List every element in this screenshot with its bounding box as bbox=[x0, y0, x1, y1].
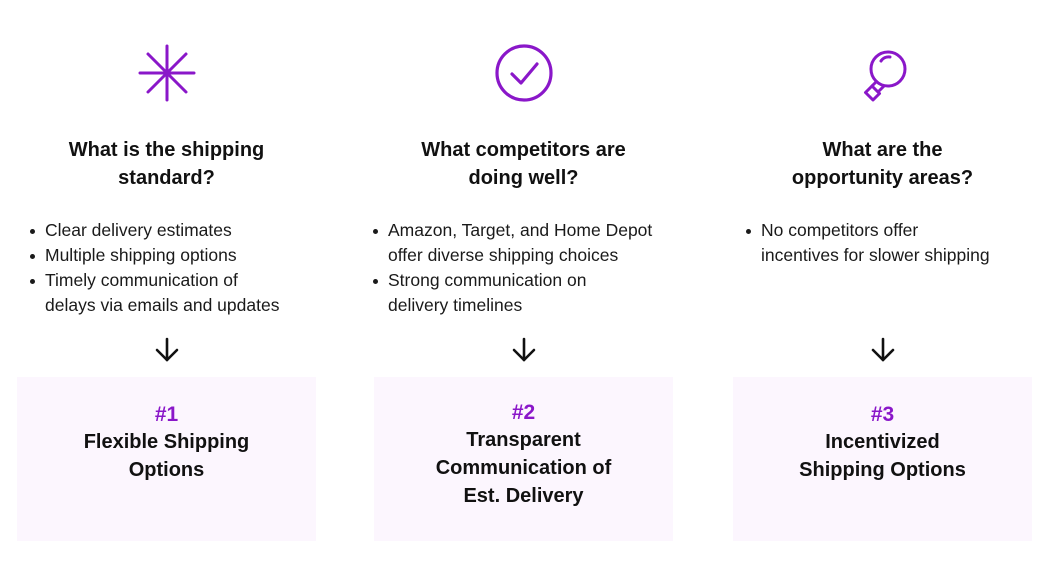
column-competitors: What competitors are doing well? Amazon,… bbox=[372, 0, 673, 564]
card-title-line: Est. Delivery bbox=[463, 485, 584, 507]
bullet-item: Strong communication on delivery timelin… bbox=[372, 268, 672, 318]
bullet-list: Amazon, Target, and Home Depot offer div… bbox=[372, 218, 672, 318]
card-title: Incentivized Shipping Options bbox=[733, 428, 1032, 484]
bullet-item: Amazon, Target, and Home Depot offer div… bbox=[372, 218, 672, 268]
lightbulb-icon bbox=[850, 40, 916, 106]
card-title-line: Incentivized bbox=[825, 431, 940, 453]
arrow-down-icon bbox=[154, 336, 180, 364]
bullet-item: No competitors offer incentives for slow… bbox=[745, 218, 1045, 268]
sparkle-asterisk-icon bbox=[134, 40, 200, 106]
card-number: #1 bbox=[154, 403, 179, 426]
heading-line: standard? bbox=[118, 167, 215, 189]
arrow-down-icon bbox=[870, 336, 896, 364]
card-title-line: Communication of bbox=[435, 457, 612, 479]
card-number: #3 bbox=[870, 403, 895, 426]
bullet-item: Timely communication of delays via email… bbox=[29, 268, 319, 318]
card-title-line: Transparent bbox=[466, 429, 581, 451]
heading-line: What are the bbox=[822, 139, 943, 161]
recommendation-card: #2 Transparent Communication of Est. Del… bbox=[374, 377, 673, 541]
bullet-item: Multiple shipping options bbox=[29, 243, 319, 268]
arrow-down-icon bbox=[511, 336, 537, 364]
bullet-text: Multiple shipping options bbox=[45, 245, 237, 265]
column-heading: What competitors are doing well? bbox=[374, 136, 673, 192]
bullet-text: delivery timelines bbox=[388, 295, 523, 315]
column-opportunities: What are the opportunity areas? No compe… bbox=[733, 0, 1032, 564]
card-title: Transparent Communication of Est. Delive… bbox=[374, 426, 673, 510]
bullet-item: Clear delivery estimates bbox=[29, 218, 319, 243]
bullet-text: Timely communication of bbox=[45, 270, 238, 290]
bullet-text: Clear delivery estimates bbox=[45, 220, 232, 240]
bullet-text: delays via emails and updates bbox=[45, 295, 280, 315]
column-heading: What is the shipping standard? bbox=[17, 136, 316, 192]
card-number: #2 bbox=[511, 401, 536, 424]
bullet-text: incentives for slower shipping bbox=[761, 245, 990, 265]
column-heading: What are the opportunity areas? bbox=[733, 136, 1032, 192]
card-title-line: Options bbox=[128, 459, 205, 481]
bullet-list: Clear delivery estimates Multiple shippi… bbox=[29, 218, 319, 318]
bullet-text: No competitors offer bbox=[761, 220, 919, 240]
bullet-text: offer diverse shipping choices bbox=[388, 245, 619, 265]
bullet-text: Strong communication on bbox=[388, 270, 587, 290]
card-title-line: Flexible Shipping bbox=[83, 431, 250, 453]
heading-line: opportunity areas? bbox=[791, 167, 974, 189]
card-title-line: Shipping Options bbox=[799, 459, 966, 481]
bullet-text: Amazon, Target, and Home Depot bbox=[388, 220, 653, 240]
recommendation-card: #3 Incentivized Shipping Options bbox=[733, 377, 1032, 541]
heading-line: What is the shipping bbox=[68, 139, 265, 161]
heading-line: doing well? bbox=[468, 167, 579, 189]
check-circle-icon bbox=[491, 40, 557, 106]
heading-line: What competitors are bbox=[421, 139, 626, 161]
card-title: Flexible Shipping Options bbox=[17, 428, 316, 484]
bullet-list: No competitors offer incentives for slow… bbox=[745, 218, 1045, 268]
column-shipping-standard: What is the shipping standard? Clear del… bbox=[17, 0, 316, 564]
recommendation-card: #1 Flexible Shipping Options bbox=[17, 377, 316, 541]
